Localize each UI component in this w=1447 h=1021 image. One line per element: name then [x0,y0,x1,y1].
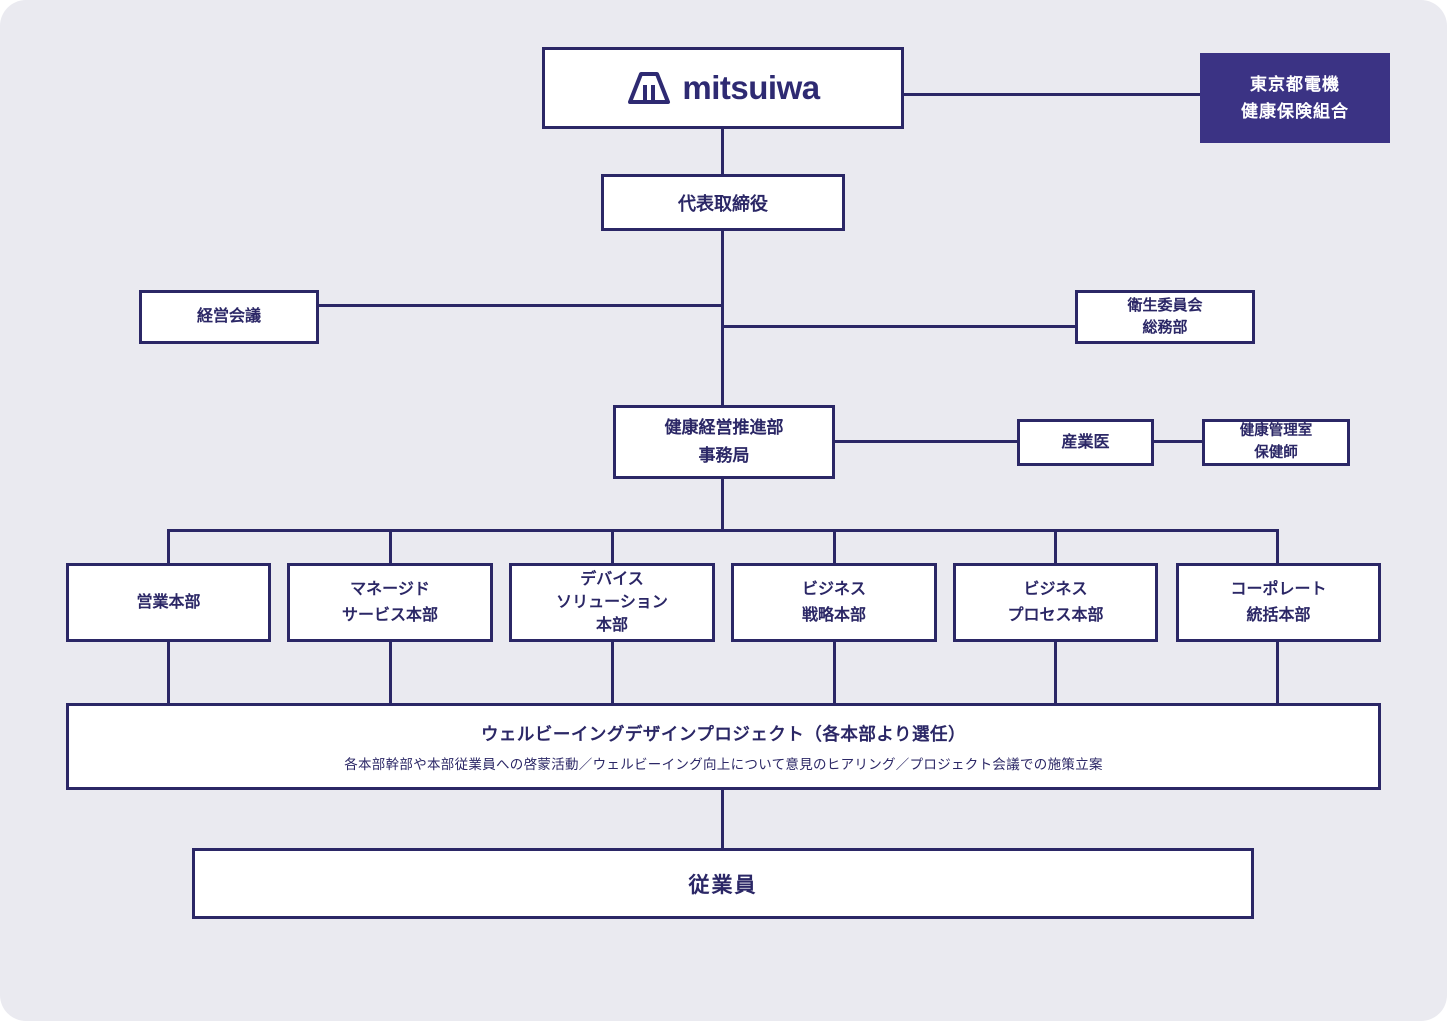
mitsuiwa-logo-icon [628,72,671,104]
connector-health-divisions [721,479,724,531]
node-division-device-solution: デバイス ソリューション 本部 [509,563,715,642]
division-line: 統括本部 [1246,606,1311,624]
node-division-business-process: ビジネス プロセス本部 [953,563,1158,642]
division-line: 営業本部 [136,593,201,611]
node-occupational-physician: 産業医 [1017,419,1154,466]
connector-division6-project [1276,641,1279,704]
node-division-sales: 営業本部 [66,563,271,642]
health-office-line2: 保健師 [1254,444,1298,461]
logo-text: mitsuiwa [682,69,820,106]
division-line: プロセス本部 [1007,606,1104,624]
connector-logo-insurance [904,93,1200,96]
connector-drop-division-1 [167,529,170,564]
connector-divisions-bus [167,529,1279,532]
health-office-line1: 健康管理室 [1239,422,1313,439]
connector-project-employees [721,790,724,848]
project-title: ウェルビーイングデザインプロジェクト（各本部より選任） [480,723,967,744]
project-subtitle: 各本部幹部や本部従業員への啓蒙活動／ウェルビーイング向上について意見のヒアリング… [344,756,1103,772]
node-hygiene-committee: 衛生委員会 総務部 [1075,290,1255,344]
insurance-line1: 東京都電機 [1250,74,1340,94]
insurance-line2: 健康保険組合 [1241,102,1349,121]
ceo-label: 代表取締役 [678,193,768,214]
node-wellbeing-project: ウェルビーイングデザインプロジェクト（各本部より選任） 各本部幹部や本部従業員へ… [66,703,1381,790]
node-division-corporate: コーポレート 統括本部 [1176,563,1381,642]
connector-division4-project [833,641,836,704]
node-division-business-strategy: ビジネス 戦略本部 [731,563,937,642]
connector-physician-office [1154,440,1202,443]
connector-division1-project [167,641,170,704]
occupational-physician-label: 産業医 [1061,433,1110,451]
logo: mitsuiwa [626,69,820,107]
node-employees: 従業員 [192,848,1254,919]
hygiene-line1: 衛生委員会 [1127,296,1203,314]
division-line: コーポレート [1230,580,1327,598]
node-health-insurance-association: 東京都電機 健康保険組合 [1200,53,1390,143]
health-promotion-line1: 健康経営推進部 [664,417,784,437]
hygiene-line2: 総務部 [1142,319,1188,336]
connector-drop-division-6 [1276,529,1279,564]
employees-label: 従業員 [688,873,758,897]
division-line: ビジネス [801,580,866,598]
connector-drop-division-5 [1054,529,1057,564]
connector-drop-division-2 [389,529,392,564]
node-health-office: 健康管理室 保健師 [1202,419,1350,466]
division-line: 戦略本部 [801,606,866,624]
connector-health-physician [835,440,1017,443]
division-line: ビジネス [1023,580,1088,598]
node-management-meeting: 経営会議 [139,290,319,344]
connector-drop-division-4 [833,529,836,564]
node-ceo: 代表取締役 [601,174,845,231]
node-health-promotion-dept: 健康経営推進部 事務局 [613,405,835,479]
health-promotion-line2: 事務局 [698,446,750,465]
connector-division5-project [1054,641,1057,704]
management-meeting-label: 経営会議 [196,308,261,326]
connector-drop-division-3 [611,529,614,564]
node-division-managed-service: マネージド サービス本部 [287,563,493,642]
connector-division2-project [389,641,392,704]
connector-hygiene-committee [721,325,1075,328]
division-line: 本部 [595,617,628,635]
division-line: マネージド [350,580,430,598]
connector-management-meeting [319,304,723,307]
division-line: サービス本部 [341,606,438,624]
connector-division3-project [611,641,614,704]
division-line: デバイス [580,570,644,588]
connector-logo-ceo [721,129,724,174]
company-logo-node: mitsuiwa [542,47,904,129]
connector-ceo-healthpromotion [721,230,724,405]
division-line: ソリューション [556,593,668,611]
